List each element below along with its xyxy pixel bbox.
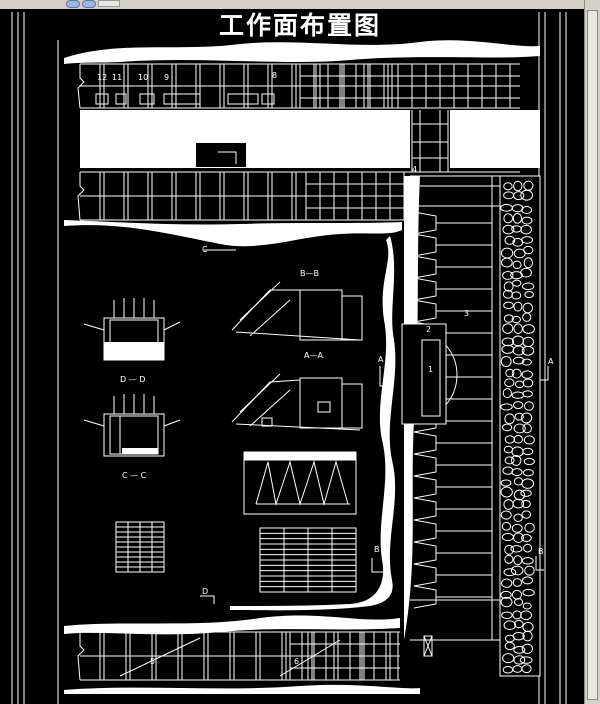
section-aa bbox=[231, 373, 363, 431]
second-track-ties bbox=[99, 172, 408, 220]
face-supports bbox=[413, 211, 492, 609]
pressure-chart bbox=[243, 451, 357, 515]
cross-ladder bbox=[411, 110, 449, 172]
cad-drawing: C C B—B A—A D — D C — C A A B B D 12 11 … bbox=[11, 12, 567, 704]
top-track-ties bbox=[99, 64, 520, 108]
label-bb: B—B bbox=[300, 269, 319, 278]
top-equipment bbox=[95, 93, 275, 105]
label-8: 8 bbox=[272, 71, 277, 80]
label-b-left: B bbox=[374, 545, 380, 554]
equipment-table bbox=[115, 521, 165, 573]
top-roadway-band bbox=[64, 40, 540, 64]
label-5: 5 bbox=[150, 657, 155, 666]
gob-area bbox=[499, 175, 541, 677]
vertical-scrollbar[interactable] bbox=[584, 0, 600, 704]
bottom-roadway-band bbox=[64, 615, 400, 635]
label-a-right: A bbox=[548, 357, 554, 366]
label-2: 2 bbox=[426, 325, 431, 334]
mid-roadway-band bbox=[64, 220, 402, 247]
label-1: 1 bbox=[428, 365, 433, 374]
end-box bbox=[423, 635, 433, 657]
scrollbar-thumb[interactable] bbox=[587, 10, 598, 700]
forward-icon[interactable] bbox=[82, 0, 96, 8]
label-c-top: C bbox=[204, 147, 210, 156]
drawing-title: 工作面布置图 bbox=[218, 11, 381, 40]
parameter-table bbox=[259, 527, 357, 593]
gob-rubble bbox=[500, 180, 535, 674]
label-cc: C — C bbox=[122, 471, 147, 480]
road-black-box bbox=[196, 143, 246, 167]
label-d: D bbox=[202, 587, 208, 596]
label-3: 3 bbox=[464, 309, 469, 318]
section-cc bbox=[83, 394, 181, 457]
second-track bbox=[77, 171, 520, 221]
section-markers bbox=[200, 249, 549, 604]
label-aa: A—A bbox=[304, 351, 323, 360]
label-a-left: A bbox=[378, 355, 384, 364]
label-12: 12 bbox=[97, 73, 107, 82]
label-c-mid: C bbox=[202, 245, 208, 254]
label-b-right: B bbox=[538, 547, 544, 556]
bottom-track-ties bbox=[99, 632, 400, 680]
bottom-edge-band bbox=[64, 684, 420, 694]
label-dd: D — D bbox=[120, 375, 145, 384]
back-icon[interactable] bbox=[66, 0, 80, 8]
bottom-track bbox=[77, 631, 400, 681]
dd-base bbox=[104, 342, 164, 360]
label-10: 10 bbox=[138, 73, 148, 82]
c-section-mark bbox=[218, 151, 237, 164]
label-11: 11 bbox=[112, 73, 122, 82]
label-4: 4 bbox=[412, 165, 417, 174]
shearer-body bbox=[401, 323, 447, 425]
label-6: 6 bbox=[294, 657, 299, 666]
window-toolbar bbox=[0, 0, 600, 9]
cc-base bbox=[122, 448, 158, 454]
main-roadway-right bbox=[450, 110, 540, 168]
section-bb bbox=[231, 281, 363, 341]
toolbar-button[interactable] bbox=[98, 0, 120, 7]
label-9: 9 bbox=[164, 73, 169, 82]
